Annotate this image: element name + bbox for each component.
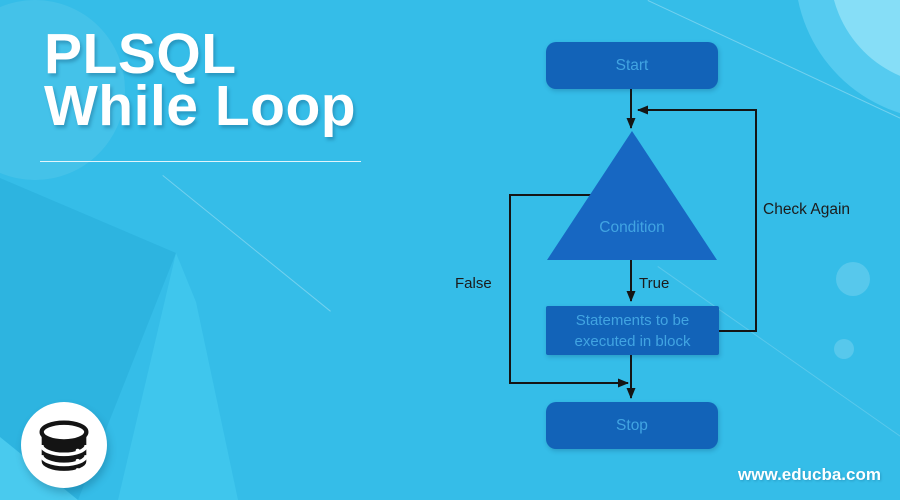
page-title-line1: PLSQL [44, 22, 237, 86]
flowchart-node-start: Start [546, 42, 718, 89]
condition-triangle [547, 131, 717, 260]
flowchart-node-statements: Statements to be executed in block [546, 306, 719, 355]
page-title-line2: While Loop [44, 74, 357, 138]
background-inner-ring-circle [830, 0, 900, 85]
background-streak-line [162, 175, 331, 312]
page-title: PLSQL While Loop [44, 22, 357, 138]
watermark-url: www.educba.com [738, 465, 881, 484]
background-soft-circle [836, 262, 870, 296]
background-outer-ring-circle [795, 0, 900, 120]
educba-logo [21, 402, 107, 488]
true-branch-label: True [639, 275, 670, 292]
false-branch-label: False [455, 275, 492, 292]
check-again-label: Check Again [763, 201, 851, 218]
background-soft-circle [834, 339, 854, 359]
database-icon [39, 420, 89, 473]
flowchart-node-condition-label: Condition [599, 219, 665, 236]
title-underline [40, 161, 361, 162]
flowchart-node-stop: Stop [546, 402, 718, 449]
